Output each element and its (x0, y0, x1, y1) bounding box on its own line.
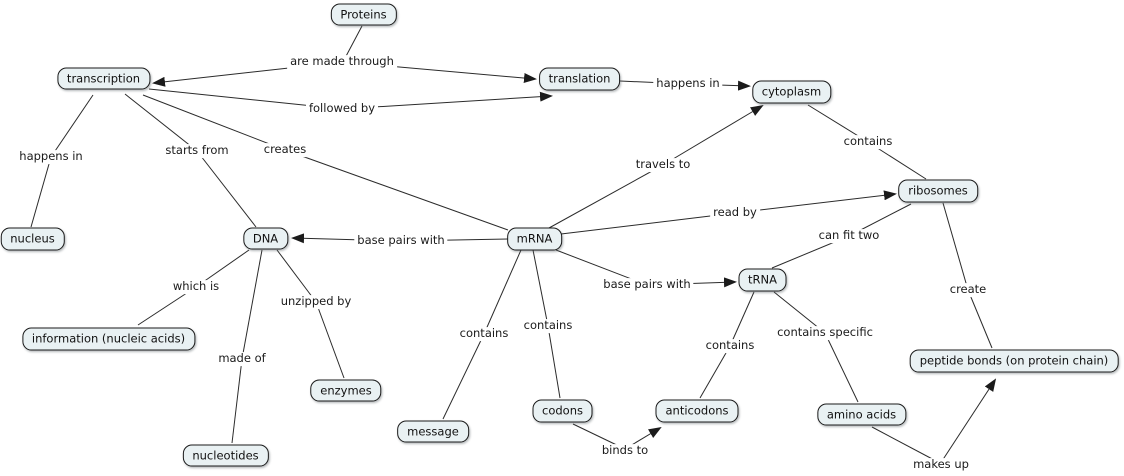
node-mrna[interactable]: mRNA (506, 227, 563, 251)
link-label-makes-up: makes up (910, 457, 972, 472)
node-codons[interactable]: codons (532, 399, 593, 423)
link-label-contains-specific: contains specific (774, 325, 876, 340)
node-cytoplasm[interactable]: cytoplasm (751, 80, 832, 104)
link-label-are-made-through: are made through (287, 54, 397, 69)
link-label-contains-anticodons: contains (702, 338, 758, 353)
link-label-starts-from: starts from (162, 143, 232, 158)
link-label-base-pairs-with-trna: base pairs with (600, 277, 694, 292)
node-peptide-bonds[interactable]: peptide bonds (on protein chain) (909, 349, 1119, 373)
edge-mrna-contains-codons (532, 249, 561, 399)
link-label-happens-in-cytoplasm: happens in (653, 76, 723, 91)
link-label-contains-message: contains (456, 326, 512, 341)
node-message[interactable]: message (397, 420, 469, 443)
node-translation[interactable]: translation (538, 67, 621, 91)
node-enzymes[interactable]: enzymes (310, 379, 382, 402)
node-dna[interactable]: DNA (242, 227, 289, 250)
node-proteins[interactable]: Proteins (330, 3, 397, 26)
link-label-travels-to: travels to (632, 157, 694, 172)
edge-transcription-happens-in-nucleus (30, 94, 94, 228)
link-label-read-by: read by (710, 205, 760, 220)
link-label-can-fit-two: can fit two (815, 228, 883, 243)
edge-trna-contains-anticodons (699, 291, 755, 399)
edge-dna-unzipped-by-enzymes (276, 249, 345, 379)
edge-mrna-travels-to-cytoplasm (548, 104, 764, 229)
node-amino-acids[interactable]: amino acids (816, 403, 907, 426)
node-nucleus[interactable]: nucleus (0, 227, 65, 251)
link-label-creates: creates (260, 142, 310, 157)
edge-dna-made-of-nucleotides (231, 249, 263, 444)
link-label-contains-ribosomes: contains (840, 134, 896, 149)
link-label-contains-codons: contains (520, 318, 576, 333)
link-label-create: create (946, 282, 990, 297)
link-label-base-pairs-with-dna: base pairs with (354, 233, 448, 248)
edge-ribosomes-create-peptide-bonds (942, 202, 993, 349)
edge-mrna-contains-message (442, 249, 522, 420)
link-label-binds-to: binds to (598, 443, 652, 458)
node-nucleotides[interactable]: nucleotides (182, 444, 269, 467)
node-anticodons[interactable]: anticodons (655, 399, 739, 423)
link-label-followed-by: followed by (305, 101, 379, 116)
edge-transcription-starts-from-dna (124, 93, 257, 228)
link-label-made-of: made of (215, 351, 269, 366)
node-transcription[interactable]: transcription (56, 67, 151, 90)
edge-transcription-creates-mrna (142, 94, 509, 231)
node-trna[interactable]: tRNA (738, 268, 787, 292)
node-information[interactable]: information (nucleic acids) (21, 327, 196, 351)
edge-trna-contains-specific-amino-acids (773, 291, 859, 403)
node-ribosomes[interactable]: ribosomes (898, 179, 978, 203)
edge-amino-acids-makes-up-peptide-bonds (871, 378, 997, 463)
link-label-unzipped-by: unzipped by (277, 294, 355, 309)
link-label-happens-in-nucleus: happens in (16, 149, 86, 164)
edge-mrna-read-by-ribosomes (560, 190, 897, 235)
link-label-which-is: which is (169, 279, 223, 294)
